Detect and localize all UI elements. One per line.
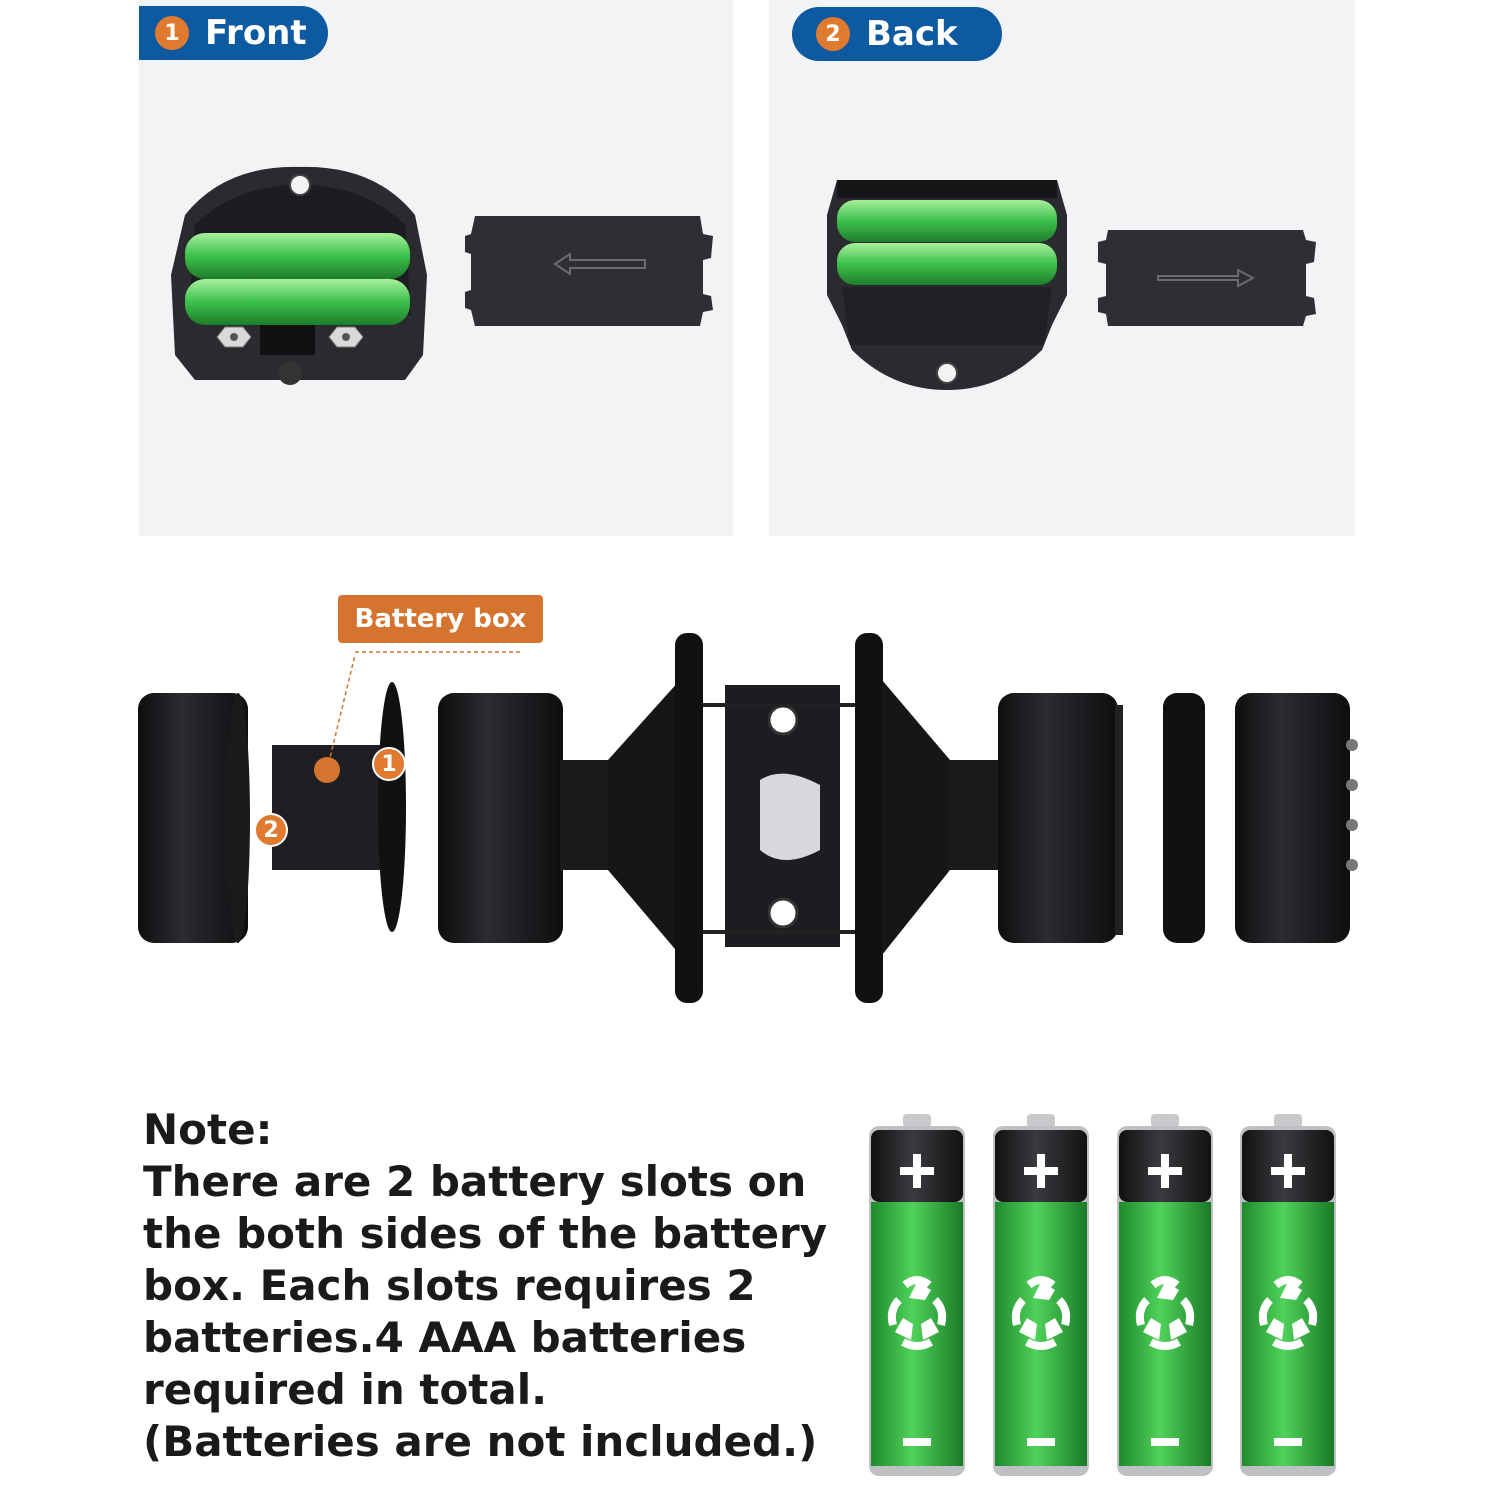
note-line: batteries.4 AAA batteries bbox=[143, 1313, 747, 1362]
callout-back-slot: 2 bbox=[254, 813, 288, 847]
note-line: required in total. bbox=[143, 1365, 548, 1414]
note-line: the both sides of the battery bbox=[143, 1209, 828, 1258]
back-badge: 2 Back bbox=[792, 7, 1002, 61]
front-number: 1 bbox=[155, 16, 189, 50]
note-line: There are 2 battery slots on bbox=[143, 1157, 807, 1206]
note-line: (Batteries are not included.) bbox=[143, 1417, 818, 1466]
back-battery-compartment-image bbox=[827, 180, 1067, 390]
front-battery-compartment-image bbox=[171, 166, 427, 385]
note-line: box. Each slots requires 2 bbox=[143, 1261, 756, 1310]
aaa-batteries-image bbox=[865, 1110, 1350, 1488]
back-battery-cover-image bbox=[1098, 230, 1316, 326]
front-battery-cover-image bbox=[465, 216, 713, 326]
lock-exploded-view bbox=[138, 633, 1358, 1003]
back-label: Back bbox=[866, 14, 958, 54]
note-text: Note: There are 2 battery slots on the b… bbox=[143, 1104, 843, 1468]
battery-box-label: Battery box bbox=[338, 595, 543, 643]
front-label: Front bbox=[205, 13, 307, 53]
note-line: Note: bbox=[143, 1105, 273, 1154]
callout-front-slot: 1 bbox=[372, 747, 406, 781]
back-number: 2 bbox=[816, 17, 850, 51]
front-badge: 1 Front bbox=[139, 6, 328, 60]
